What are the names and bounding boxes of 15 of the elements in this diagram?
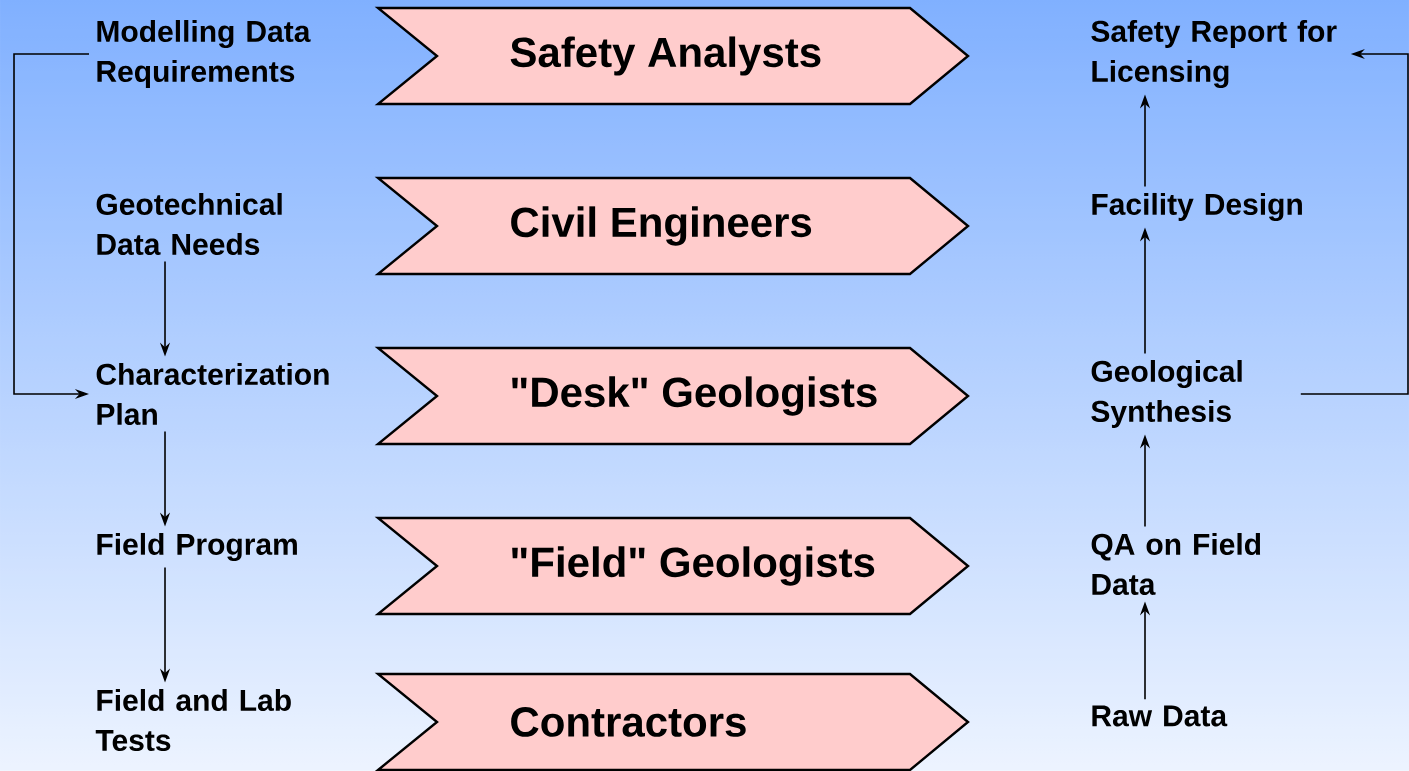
step-label: Raw Data <box>1092 705 1228 727</box>
step-label: Safety Report for Licensing <box>1091 19 1337 89</box>
step-label: Field and Lab Tests <box>95 689 291 751</box>
chevron-box: Safety Analysts <box>374 6 970 106</box>
chevron-box: Civil Engineers <box>374 176 970 276</box>
chevron-box: "Field" Geologists <box>374 516 970 616</box>
step-label: Facility Design <box>1092 192 1302 222</box>
step-label: Geotechnical Data Needs <box>96 193 282 255</box>
step-label: Field Program <box>97 532 297 562</box>
chevron-box: "Desk" Geologists <box>374 346 970 446</box>
step-label: QA on Field Data <box>1091 533 1261 595</box>
chevron-box: Contractors <box>374 672 970 771</box>
step-label: Geological Synthesis <box>1091 360 1242 428</box>
step-label: Characterization Plan <box>96 363 329 425</box>
step-label: Modelling Data Requirements <box>97 20 311 88</box>
